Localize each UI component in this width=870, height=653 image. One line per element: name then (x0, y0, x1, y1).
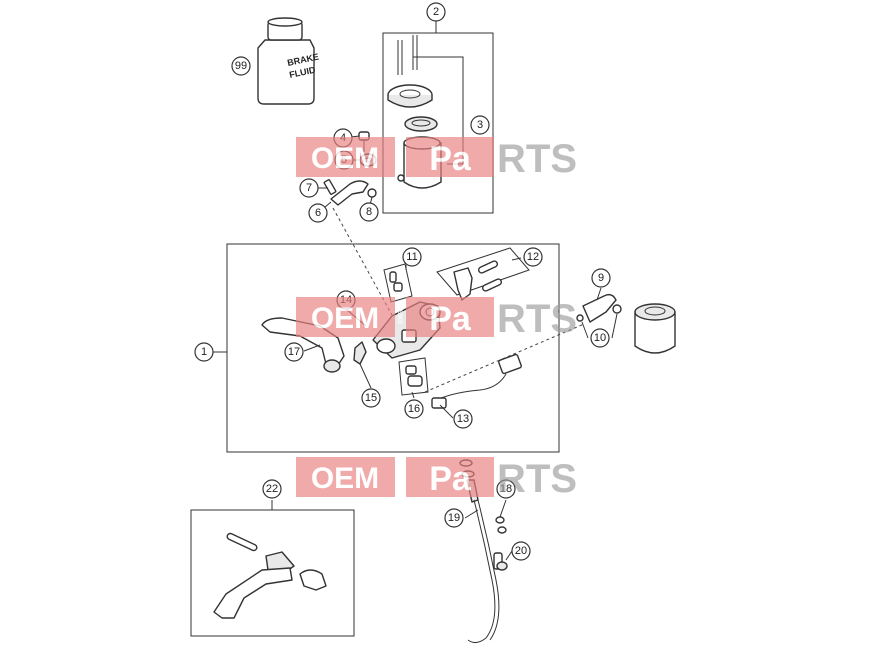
callout-7[interactable]: 7 (299, 178, 319, 198)
callout-17[interactable]: 17 (284, 342, 304, 362)
watermark-bottom-rts: RTS (497, 457, 577, 501)
assembly-line (424, 323, 585, 393)
callout-13-label: 13 (457, 413, 469, 425)
callout-11[interactable]: 11 (402, 247, 422, 267)
callout-22[interactable]: 22 (262, 479, 282, 499)
callout-19-label: 19 (448, 512, 460, 524)
callout-20[interactable]: 20 (511, 541, 531, 561)
watermark-top-pa: Pa (429, 140, 472, 178)
callout-2[interactable]: 2 (426, 2, 446, 22)
callout-8-label: 8 (366, 206, 372, 218)
callout-9[interactable]: 9 (591, 268, 611, 288)
callout-12-label: 12 (527, 251, 539, 263)
pin-part (389, 271, 403, 292)
callout-22-label: 22 (266, 483, 278, 495)
remote-reservoir (576, 293, 676, 354)
watermark-bottom: OEM BIKE Pa RTS (296, 457, 577, 501)
watermark-middle-pa: Pa (429, 300, 472, 338)
callout-12[interactable]: 12 (523, 247, 543, 267)
clamp-kit-frame (436, 247, 530, 296)
watermark-top-rts: RTS (497, 137, 577, 181)
reservoir-group-box (382, 32, 494, 214)
watermark-bottom-oem: OEM (311, 462, 379, 495)
callout-17-label: 17 (288, 346, 300, 358)
callout-6-label: 6 (315, 207, 321, 219)
watermark-top: OEM BIKE Pa RTS (296, 137, 577, 181)
brake-fluid-bottle: BRAKE FLUID (257, 17, 320, 105)
callout-16[interactable]: 16 (404, 399, 424, 419)
lever-kit (213, 532, 327, 619)
watermark-middle-oem: OEM (311, 302, 379, 335)
callout-10-label: 10 (594, 332, 606, 344)
callout-19[interactable]: 19 (444, 508, 464, 528)
lever-adjuster (353, 341, 367, 365)
callout-15-label: 15 (365, 392, 377, 404)
callout-8[interactable]: 8 (359, 202, 379, 222)
callout-9-label: 9 (598, 272, 604, 284)
callout-13[interactable]: 13 (453, 409, 473, 429)
callout-20-label: 20 (515, 545, 527, 557)
watermark-bottom-pa: Pa (429, 460, 472, 498)
master-cylinder-group-box (226, 243, 560, 453)
clamp-kit-parts (453, 260, 503, 301)
callout-99-label: 99 (235, 60, 247, 72)
callout-3-label: 3 (477, 119, 483, 131)
callout-15[interactable]: 15 (361, 388, 381, 408)
callout-18-label: 18 (500, 483, 512, 495)
callout-1-label: 1 (201, 346, 207, 358)
switch-cable (431, 353, 522, 409)
callout-10[interactable]: 10 (590, 328, 610, 348)
watermark-top-bike: BIKE (396, 150, 402, 164)
watermark-top-oem: OEM (311, 142, 379, 175)
watermark-bottom-bike: BIKE (396, 470, 402, 484)
callout-3[interactable]: 3 (470, 115, 490, 135)
callout-6[interactable]: 6 (308, 203, 328, 223)
callout-11-label: 11 (406, 251, 417, 263)
watermark-middle-bike: BIKE (396, 310, 402, 324)
brake-switch (405, 365, 423, 387)
watermark-middle: OEM BIKE Pa RTS (296, 297, 577, 341)
bracket-bolt-nut (323, 179, 377, 206)
callout-7-label: 7 (306, 182, 312, 194)
callout-2-label: 2 (433, 6, 439, 18)
callout-18[interactable]: 18 (496, 479, 516, 499)
pin-kit-frame (383, 263, 413, 303)
callout-1[interactable]: 1 (194, 342, 214, 362)
watermark-middle-rts: RTS (497, 297, 577, 341)
switch-kit-frame (398, 357, 429, 396)
callout-16-label: 16 (408, 403, 420, 415)
assembly-line-2 (332, 207, 393, 316)
callout-99[interactable]: 99 (231, 56, 251, 76)
